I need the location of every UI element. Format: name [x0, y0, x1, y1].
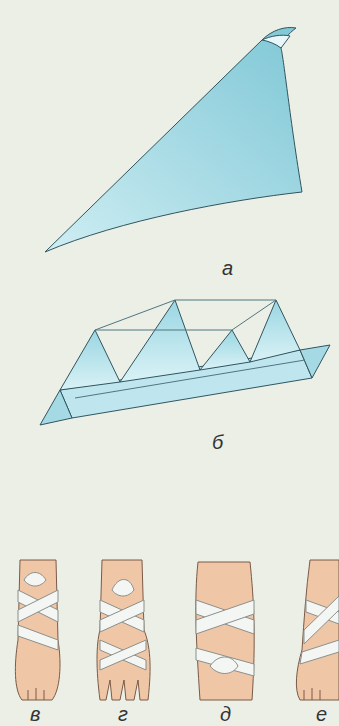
figure-letter: в [30, 704, 40, 724]
figure-letter: г [118, 704, 128, 724]
wrist-bandage [15, 560, 60, 700]
figure-letter: б [212, 432, 223, 452]
figure-letter: е [316, 704, 327, 724]
knee-bandage [196, 562, 254, 700]
kerchief [45, 28, 302, 253]
folded-bandage [40, 300, 330, 425]
foot-bandage [296, 560, 339, 700]
hand-bandage [97, 560, 150, 700]
figure-letter: д [220, 704, 231, 724]
figure-letter: а [222, 258, 233, 278]
